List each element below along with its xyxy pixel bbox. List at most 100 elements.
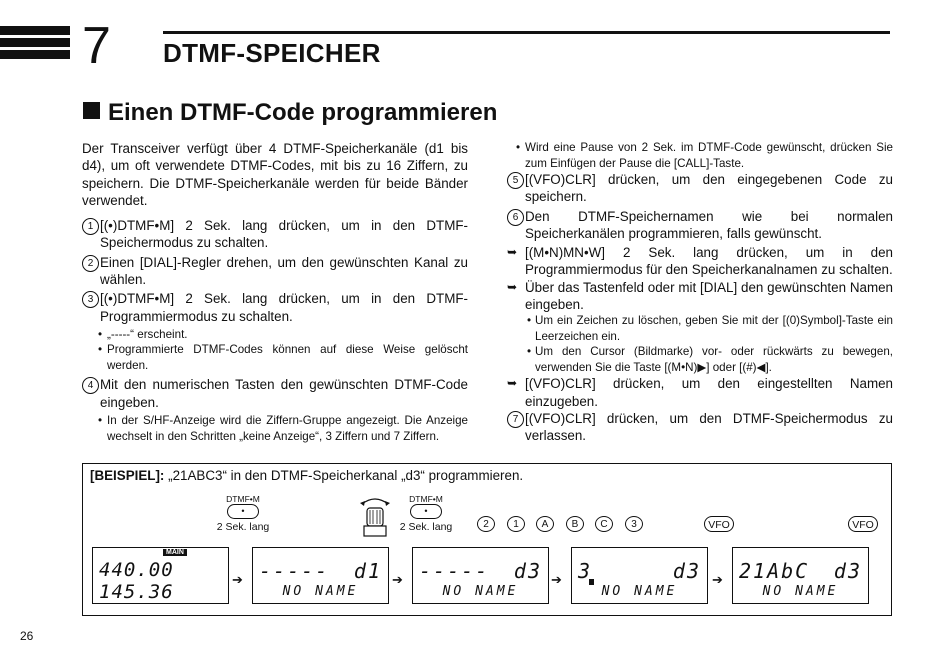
bullet-note: Programmierte DTMF-Codes können auf dies…: [82, 342, 468, 373]
square-bullet-icon: [83, 102, 100, 119]
key-a-icon: A: [536, 516, 554, 532]
bullet-note: Um ein Zeichen zu löschen, geben Sie mit…: [507, 313, 893, 344]
step-number: 2: [82, 254, 99, 272]
chapter-rule: [163, 31, 890, 34]
arrow-right-icon: ➔: [551, 572, 562, 587]
key-label: [(VFO)CLR]: [525, 410, 596, 426]
step-number: 6: [507, 208, 524, 226]
right-column: Wird eine Pause von 2 Sek. im DTMF-Code …: [507, 140, 893, 447]
dtmf-button-icon: •: [227, 504, 259, 519]
bullet-note: In der S/HF-Anzeige wird die Ziffern-Gru…: [82, 413, 468, 444]
lcd-line-1: 440.00 145.36: [99, 559, 174, 603]
key-c-icon: C: [595, 516, 613, 532]
bullet-note: „-----“ erscheint.: [82, 327, 468, 343]
left-column: Der Transceiver verfügt über 4 DTMF-Spei…: [82, 140, 468, 444]
step-text: 2 Sek. lang drücken, um in den Programmi…: [525, 245, 893, 278]
dtmf-key-2: DTMF•M • 2 Sek. lang: [396, 494, 456, 533]
substep-1: ➥ [(M•N)MN•W] 2 Sek. lang drücken, um in …: [507, 244, 893, 279]
arrow-icon: ➥: [507, 245, 518, 260]
lcd-line-1: -----: [419, 559, 490, 583]
key-b-icon: B: [566, 516, 584, 532]
step-5: 5[(VFO)CLR] drücken, um den eingegebenen…: [507, 171, 893, 206]
page-number: 26: [20, 629, 34, 643]
key-label: [(M•N)MN•W]: [525, 245, 606, 261]
lcd-channel: d1: [353, 559, 382, 583]
example-label: [BEISPIEL]:: [90, 468, 165, 483]
arrow-right-icon: ➔: [712, 572, 723, 587]
lcd-line-1: 3: [578, 559, 593, 583]
lcd-channel: d3: [833, 559, 862, 583]
step-text: drücken, um den DTMF-Speichermodus zu ve…: [525, 410, 893, 444]
chapter-tab-marker: [0, 26, 70, 62]
step-text: 2 Sek. lang drücken, um in den DTMF-Spei…: [100, 218, 468, 251]
step-number: 1: [82, 218, 99, 236]
lcd-line-2: NO NAME: [762, 584, 839, 599]
arrow-icon: ➥: [507, 279, 518, 294]
example-heading: [BEISPIEL]: „21ABC3“ in den DTMF-Speiche…: [90, 468, 523, 483]
arrow-icon: ➥: [507, 376, 518, 391]
chapter-number: 7: [82, 17, 111, 75]
lcd-channel: d3: [513, 559, 542, 583]
key-label: [(VFO)CLR]: [525, 376, 596, 392]
key-top-label: DTMF•M: [409, 494, 443, 504]
lcd-line-1: -----: [259, 559, 330, 583]
step-number: 3: [82, 291, 99, 309]
key-cap-dot: •: [424, 506, 428, 516]
arrow-right-icon: ➔: [392, 572, 403, 587]
step-text: Den DTMF-Speichernamen wie bei normalen …: [525, 208, 893, 241]
intro-paragraph: Der Transceiver verfügt über 4 DTMF-Spei…: [82, 141, 468, 208]
arrow-right-icon: ➔: [232, 572, 243, 587]
step-3: 3[(•)DTMF•M] 2 Sek. lang drücken, um in …: [82, 290, 468, 325]
step-text: Mit den numerischen Tasten den gewünscht…: [100, 377, 468, 410]
lcd-line-1: 21AbC: [739, 559, 810, 583]
lcd-display-5: 21AbC d3 NO NAME: [732, 547, 869, 604]
lcd-line-2: NO NAME: [442, 584, 519, 599]
chapter-title: DTMF-SPEICHER: [163, 38, 381, 68]
lcd-display-4: 3 d3 NO NAME: [571, 547, 708, 604]
key-label: [(•)DTMF•M]: [100, 218, 175, 234]
step-7: 7[(VFO)CLR] drücken, um den DTMF-Speiche…: [507, 410, 893, 445]
dial-knob-icon: [360, 498, 390, 537]
main-badge: MAIN: [163, 549, 187, 556]
lcd-display-2: ----- d1 NO NAME: [252, 547, 389, 604]
dtmf-button-icon: •: [410, 504, 442, 519]
key-cap-dot: •: [241, 506, 245, 516]
lcd-channel: d3: [672, 559, 701, 583]
substep-2: ➥ Über das Tastenfeld oder mit [DIAL] den…: [507, 279, 893, 314]
lcd-display-1: MAIN 440.00 145.36: [92, 547, 229, 604]
lcd-line-2: NO NAME: [601, 584, 678, 599]
section-title: Einen DTMF-Code programmieren: [83, 99, 497, 127]
step-text: Einen [DIAL]-Regler drehen, um den gewün…: [100, 254, 468, 288]
step-number: 5: [507, 172, 524, 189]
key-1-icon: 1: [507, 516, 525, 532]
step-1: 1[(•)DTMF•M] 2 Sek. lang drücken, um in …: [82, 217, 468, 252]
substep-3: ➥ [(VFO)CLR] drücken, um den eingestellte…: [507, 375, 893, 410]
lcd-indicator-icon: [589, 579, 594, 585]
key-bottom-label: 2 Sek. lang: [216, 521, 270, 533]
bullet-note: Wird eine Pause von 2 Sek. im DTMF-Code …: [507, 140, 893, 171]
section-title-text: Einen DTMF-Code programmieren: [108, 99, 498, 126]
key-label: [(•)DTMF•M]: [100, 291, 175, 307]
step-text: 2 Sek. lang drücken, um in den DTMF-Prog…: [100, 291, 468, 324]
bullet-note: Um den Cursor (Bildmarke) vor- oder rück…: [507, 344, 893, 375]
step-number: 4: [82, 377, 99, 395]
key-bottom-label: 2 Sek. lang: [399, 521, 453, 533]
vfo-key-icon: VFO: [848, 516, 878, 532]
example-text: „21ABC3“ in den DTMF-Speicherkanal „d3“ …: [164, 468, 524, 483]
key-2-icon: 2: [477, 516, 495, 532]
key-3-icon: 3: [625, 516, 643, 532]
step-number: 7: [507, 410, 524, 428]
example-box: [BEISPIEL]: „21ABC3“ in den DTMF-Speiche…: [82, 463, 892, 616]
step-text: drücken, um den eingestellten Namen einz…: [525, 376, 893, 409]
key-label: [(VFO)CLR]: [525, 172, 596, 187]
step-text: Über das Tastenfeld oder mit [DIAL] den …: [525, 279, 893, 313]
lcd-line-2: NO NAME: [282, 584, 359, 599]
vfo-key-icon: VFO: [704, 516, 734, 532]
key-top-label: DTMF•M: [226, 494, 260, 504]
lcd-display-3: ----- d3 NO NAME: [412, 547, 549, 604]
step-text: drücken, um den eingegebenen Code zu spe…: [525, 172, 893, 205]
dtmf-key-1: DTMF•M • 2 Sek. lang: [213, 494, 273, 533]
